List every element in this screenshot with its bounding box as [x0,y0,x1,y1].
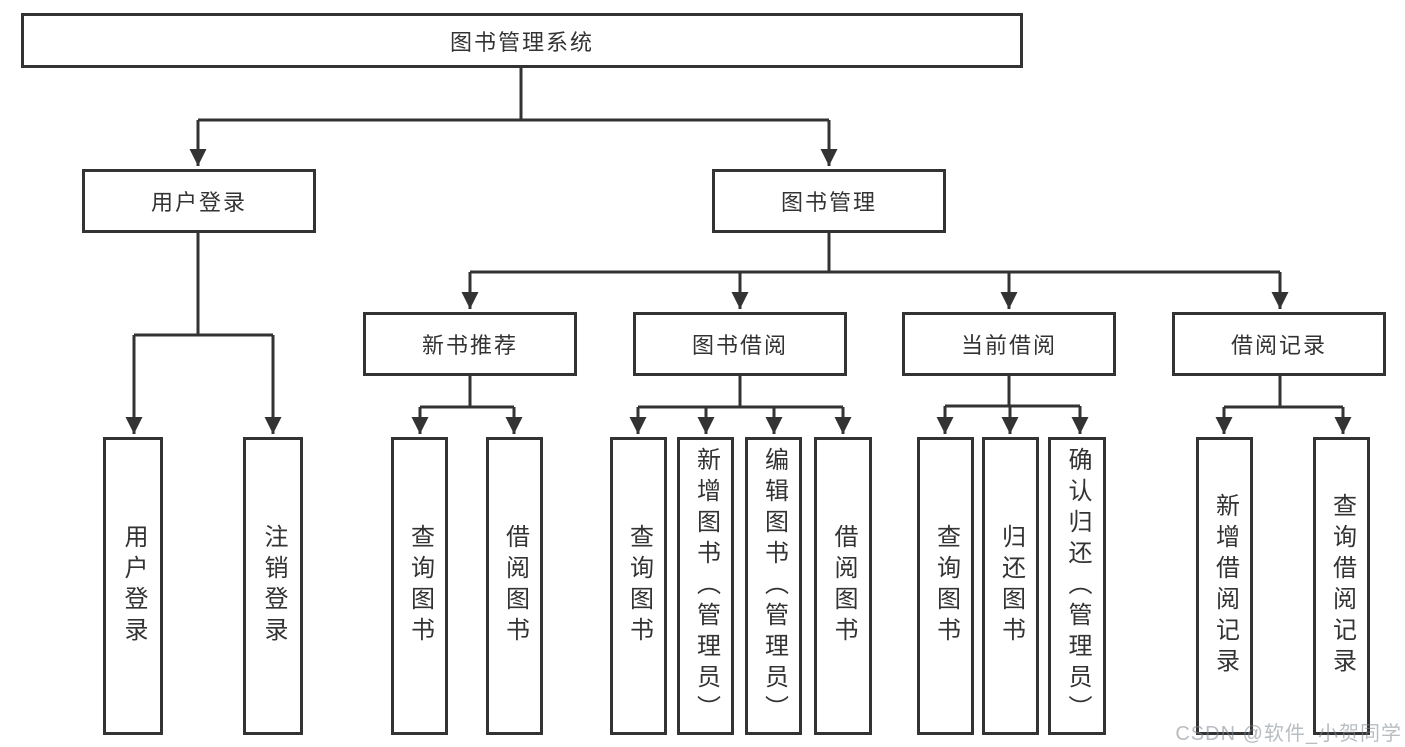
leaf-records-add-record: 新增借阅记录 [1196,437,1253,735]
leaf-newrec-query-books: 查询图书 [391,437,448,735]
node-current-borrow: 当前借阅 [902,312,1116,376]
leaf-label: 查询图书 [406,524,434,648]
leaf-label: 归还图书 [997,524,1025,648]
leaf-logout: 注销登录 [243,437,303,735]
leaf-current-return-books: 归还图书 [982,437,1039,735]
leaf-borrow-borrow-books: 借阅图书 [814,437,872,735]
leaf-label: 新增图书（管理员） [692,446,720,726]
leaf-borrow-edit-books: 编辑图书（管理员） [745,437,802,735]
leaf-label: 注销登录 [260,524,287,648]
leaf-label: 编辑图书（管理员） [760,446,788,726]
leaf-records-query-record: 查询借阅记录 [1313,437,1370,735]
leaf-current-confirm-return: 确认归还（管理员） [1048,437,1106,735]
node-user-login: 用户登录 [82,169,316,233]
leaf-label: 用户登录 [120,524,147,648]
leaf-borrow-query-books: 查询图书 [610,437,667,735]
leaf-user-login: 用户登录 [103,437,163,735]
node-root: 图书管理系统 [21,13,1023,68]
node-book-borrow: 图书借阅 [633,312,847,376]
leaf-newrec-borrow-books: 借阅图书 [486,437,543,735]
leaf-label: 确认归还（管理员） [1064,446,1091,726]
leaf-current-query-books: 查询图书 [917,437,974,735]
node-book-management: 图书管理 [712,169,946,233]
leaf-label: 新增借阅记录 [1211,493,1239,679]
leaf-borrow-add-books: 新增图书（管理员） [677,437,734,735]
leaf-label: 查询借阅记录 [1328,493,1356,679]
leaf-label: 借阅图书 [830,524,857,648]
node-borrow-records: 借阅记录 [1172,312,1386,376]
leaf-label: 查询图书 [625,524,653,648]
leaf-label: 查询图书 [932,524,960,648]
leaf-label: 借阅图书 [501,524,529,648]
node-new-book-recommend: 新书推荐 [363,312,577,376]
